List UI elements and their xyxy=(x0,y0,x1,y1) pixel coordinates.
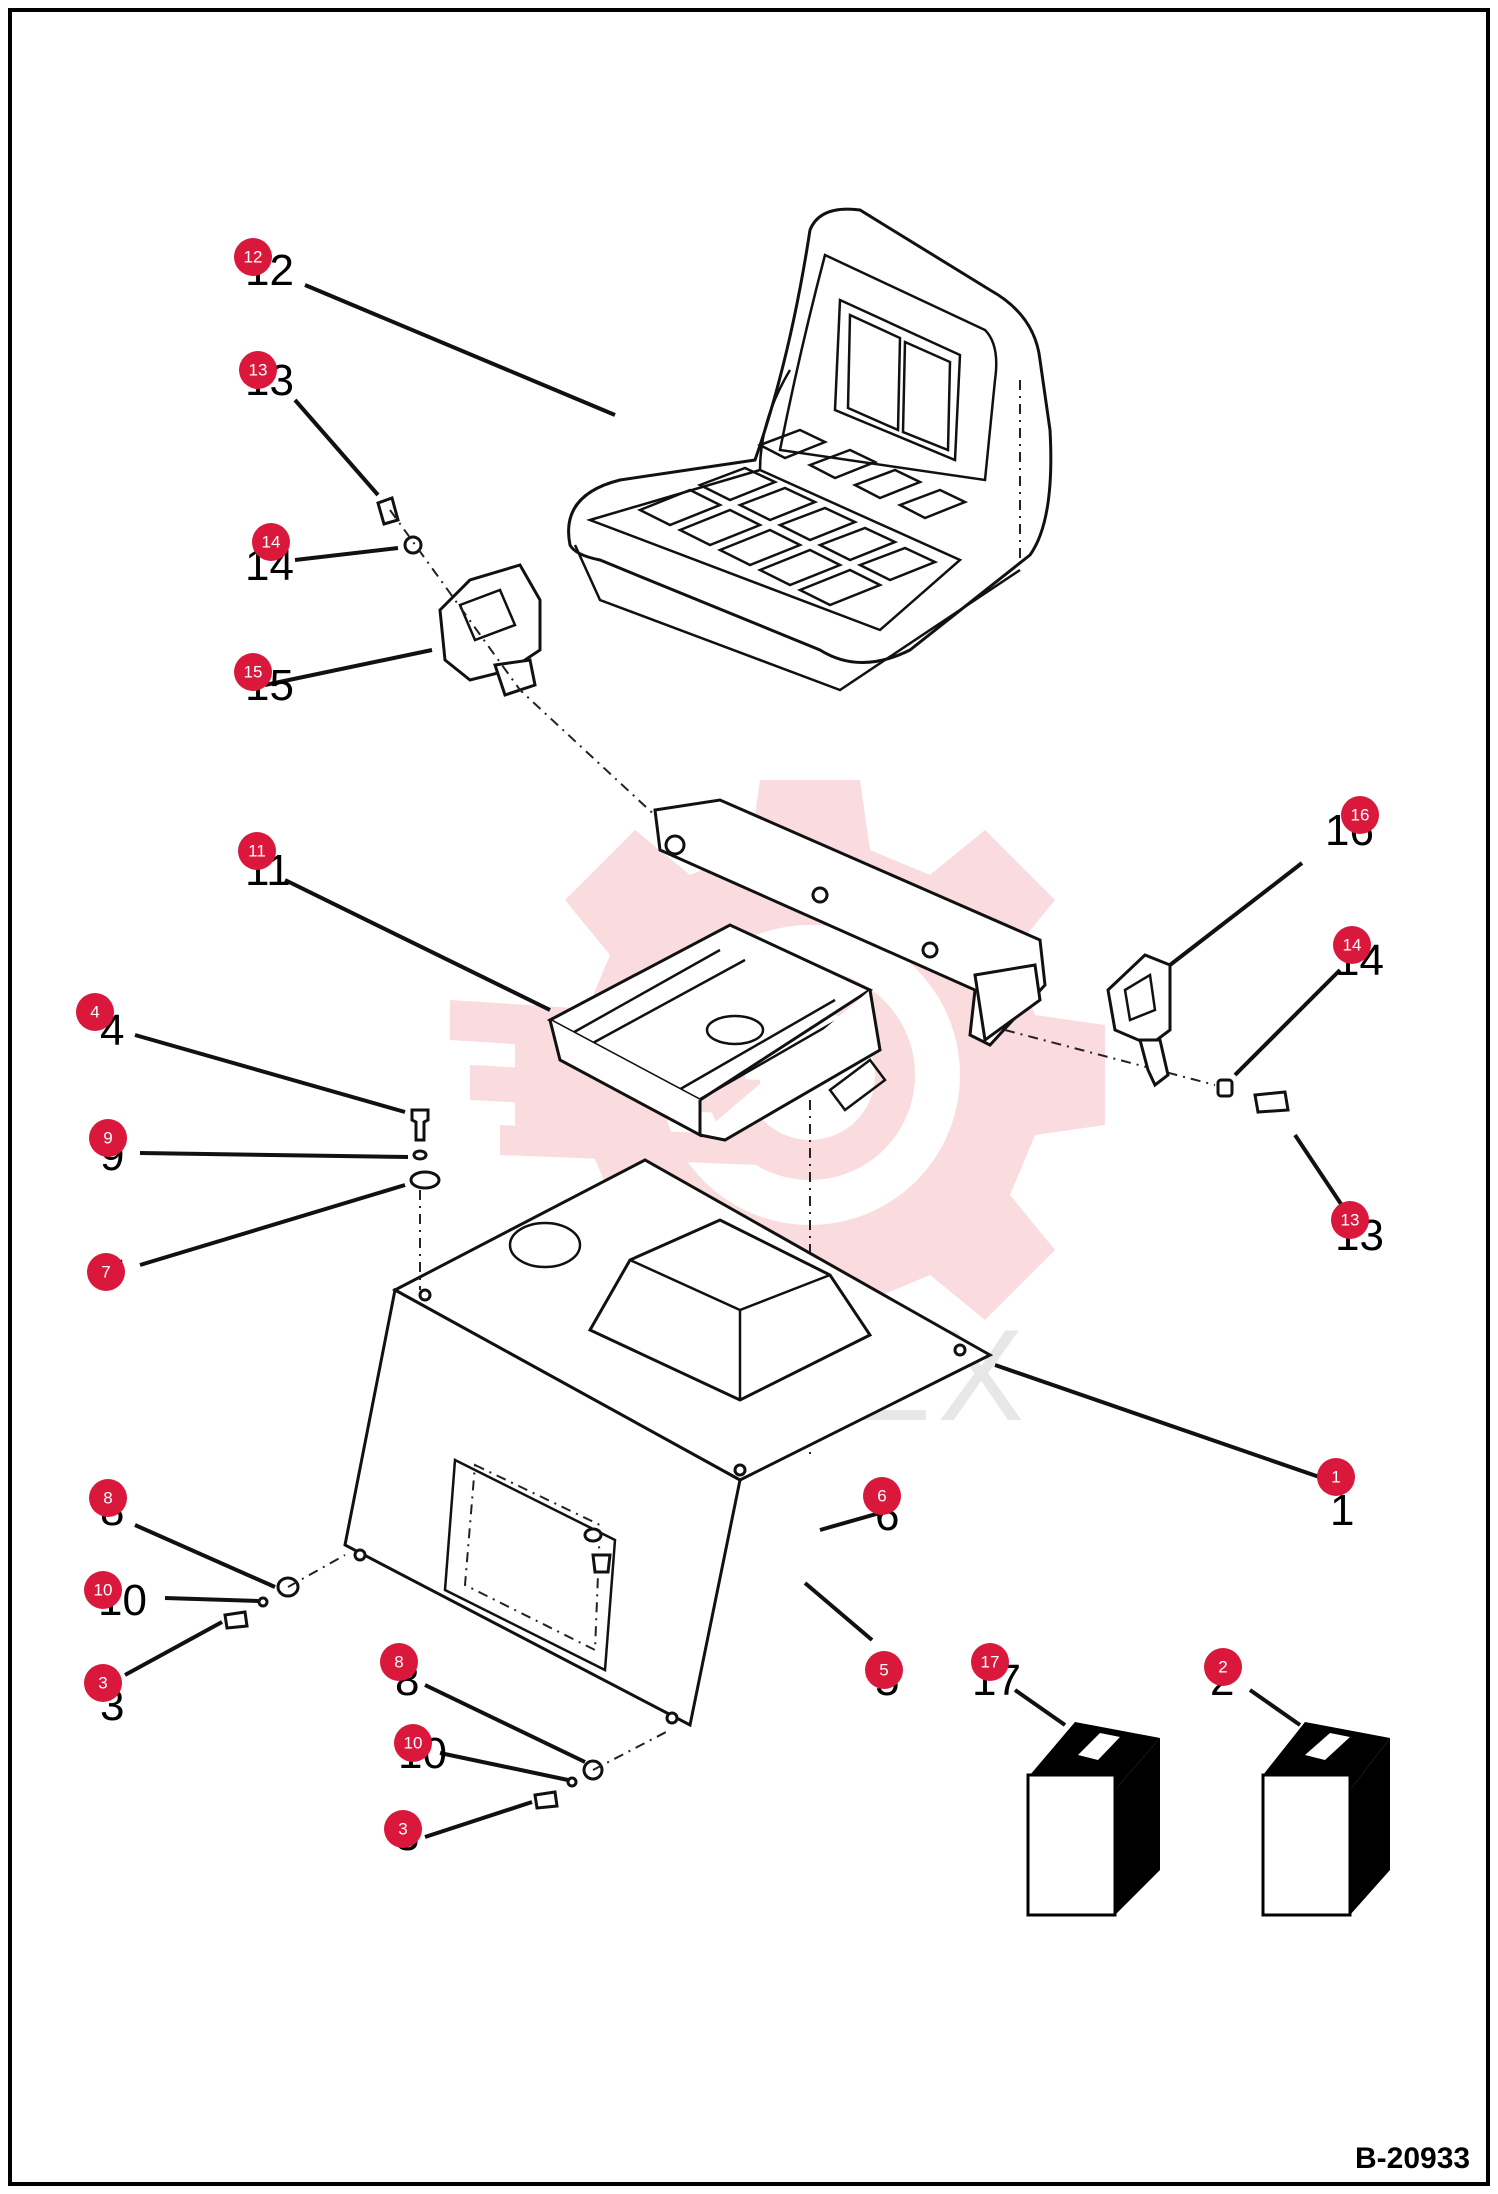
svg-text:8: 8 xyxy=(103,1489,112,1508)
callout-17[interactable]: 17 xyxy=(971,1643,1009,1681)
svg-text:17: 17 xyxy=(981,1653,1000,1672)
svg-text:6: 6 xyxy=(877,1487,886,1506)
seat-base-drawing xyxy=(343,1158,994,1728)
svg-text:13: 13 xyxy=(249,361,268,380)
callout-6[interactable]: 6 xyxy=(863,1477,901,1515)
svg-text:5: 5 xyxy=(879,1661,888,1680)
svg-text:3: 3 xyxy=(398,1820,407,1839)
callout-10[interactable]: 10 xyxy=(84,1571,122,1609)
svg-text:9: 9 xyxy=(103,1129,112,1148)
svg-text:10: 10 xyxy=(404,1734,423,1753)
decal-17-drawing xyxy=(1026,1722,1160,1917)
slide-drawing xyxy=(546,798,1047,1142)
decal-2-drawing xyxy=(1261,1722,1390,1917)
callout-13[interactable]: 13 xyxy=(1331,1201,1369,1239)
callout-8[interactable]: 8 xyxy=(380,1643,418,1681)
callout-14[interactable]: 14 xyxy=(252,523,290,561)
callout-badges: 12 13 14 15 11 16 14 13 4 9 7 1 8 10 3 6… xyxy=(76,238,1379,1848)
svg-text:10: 10 xyxy=(94,1581,113,1600)
svg-text:3: 3 xyxy=(98,1674,107,1693)
svg-text:15: 15 xyxy=(244,663,263,682)
callout-5[interactable]: 5 xyxy=(865,1651,903,1689)
callout-13[interactable]: 13 xyxy=(239,351,277,389)
svg-text:16: 16 xyxy=(1351,806,1370,825)
svg-text:1: 1 xyxy=(1331,1468,1340,1487)
callout-7[interactable]: 7 xyxy=(87,1253,125,1291)
svg-text:13: 13 xyxy=(1341,1211,1360,1230)
callout-16[interactable]: 16 xyxy=(1341,796,1379,834)
callout-9[interactable]: 9 xyxy=(89,1119,127,1157)
callout-2[interactable]: 2 xyxy=(1204,1648,1242,1686)
callout-8[interactable]: 8 xyxy=(89,1479,127,1517)
callout-3[interactable]: 3 xyxy=(84,1664,122,1702)
seat-drawing xyxy=(567,207,1053,692)
callout-3[interactable]: 3 xyxy=(384,1810,422,1848)
callout-1[interactable]: 1 xyxy=(1317,1458,1355,1496)
bracket-16-drawing xyxy=(1106,953,1290,1114)
svg-text:11: 11 xyxy=(248,842,266,861)
svg-text:8: 8 xyxy=(394,1653,403,1672)
svg-text:14: 14 xyxy=(1343,936,1362,955)
diagram-border xyxy=(8,8,1490,2186)
callout-11[interactable]: 11 xyxy=(238,832,276,870)
svg-text:14: 14 xyxy=(262,533,281,552)
svg-text:4: 4 xyxy=(90,1003,99,1022)
hardware-drawings xyxy=(223,1108,671,1810)
svg-text:7: 7 xyxy=(101,1263,110,1282)
figure-code: B-20933 xyxy=(1355,2142,1470,2175)
centerline-15 xyxy=(389,509,661,821)
callout-15[interactable]: 15 xyxy=(234,653,272,691)
bracket-15-drawing xyxy=(376,496,542,697)
leader-lines xyxy=(124,283,1347,1839)
callout-4[interactable]: 4 xyxy=(76,993,114,1031)
svg-text:12: 12 xyxy=(244,248,263,267)
callout-10[interactable]: 10 xyxy=(394,1724,432,1762)
callout-14[interactable]: 14 xyxy=(1333,926,1371,964)
svg-text:2: 2 xyxy=(1218,1658,1227,1677)
callout-12[interactable]: 12 xyxy=(234,238,272,276)
